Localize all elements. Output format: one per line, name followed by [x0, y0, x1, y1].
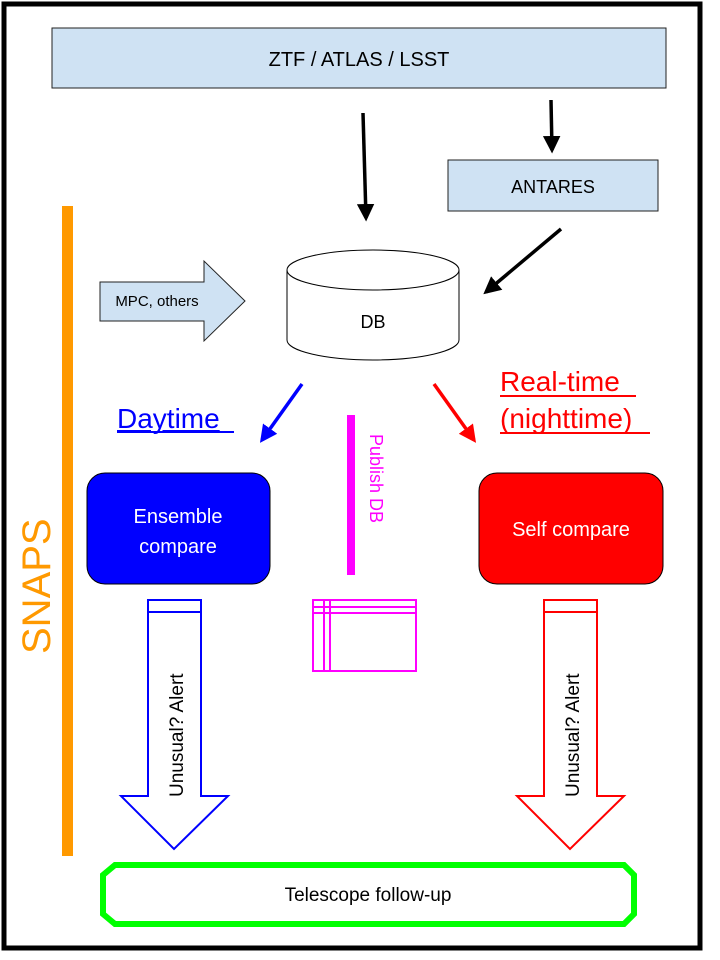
- publish-bar: [347, 415, 355, 575]
- right-alert-arrow: [514, 599, 627, 851]
- followup-label: Telescope follow-up: [285, 885, 452, 906]
- snaps-bar: [62, 206, 73, 856]
- realtime-label-line2: (nighttime): [500, 403, 632, 434]
- db-label: DB: [360, 312, 385, 332]
- followup-box: [100, 862, 637, 927]
- realtime-label-line1: Real-time: [500, 366, 620, 397]
- arrow-db-to-ensemble: [259, 382, 304, 443]
- left-alert-label: Unusual? Alert: [167, 673, 188, 797]
- snaps-label: SNAPS: [15, 518, 59, 654]
- publish-label: Publish DB: [366, 434, 386, 523]
- mpc-label: MPC, others: [115, 293, 198, 310]
- arrow-db-to-self: [432, 382, 477, 443]
- arrow-sources-to-db: [356, 112, 375, 222]
- daytime-label: Daytime: [117, 403, 220, 434]
- table-icon: [312, 599, 417, 672]
- antares-box: [447, 159, 659, 212]
- left-alert-arrow: [118, 599, 231, 851]
- self-compare-label: Self compare: [512, 519, 630, 541]
- ensemble-compare-box: [86, 472, 271, 585]
- ensemble-label-line1: Ensemble: [134, 506, 223, 528]
- db-cylinder: [286, 249, 460, 361]
- arrow-sources-to-antares: [542, 99, 561, 154]
- sources-box: [51, 27, 667, 89]
- antares-label: ANTARES: [511, 177, 595, 197]
- mpc-arrow-shape: [99, 259, 246, 343]
- self-compare-box: [478, 472, 664, 585]
- arrow-antares-to-db: [483, 227, 563, 295]
- sources-label: ZTF / ATLAS / LSST: [269, 49, 450, 71]
- right-alert-label: Unusual? Alert: [563, 673, 584, 797]
- ensemble-label-line2: compare: [139, 536, 217, 558]
